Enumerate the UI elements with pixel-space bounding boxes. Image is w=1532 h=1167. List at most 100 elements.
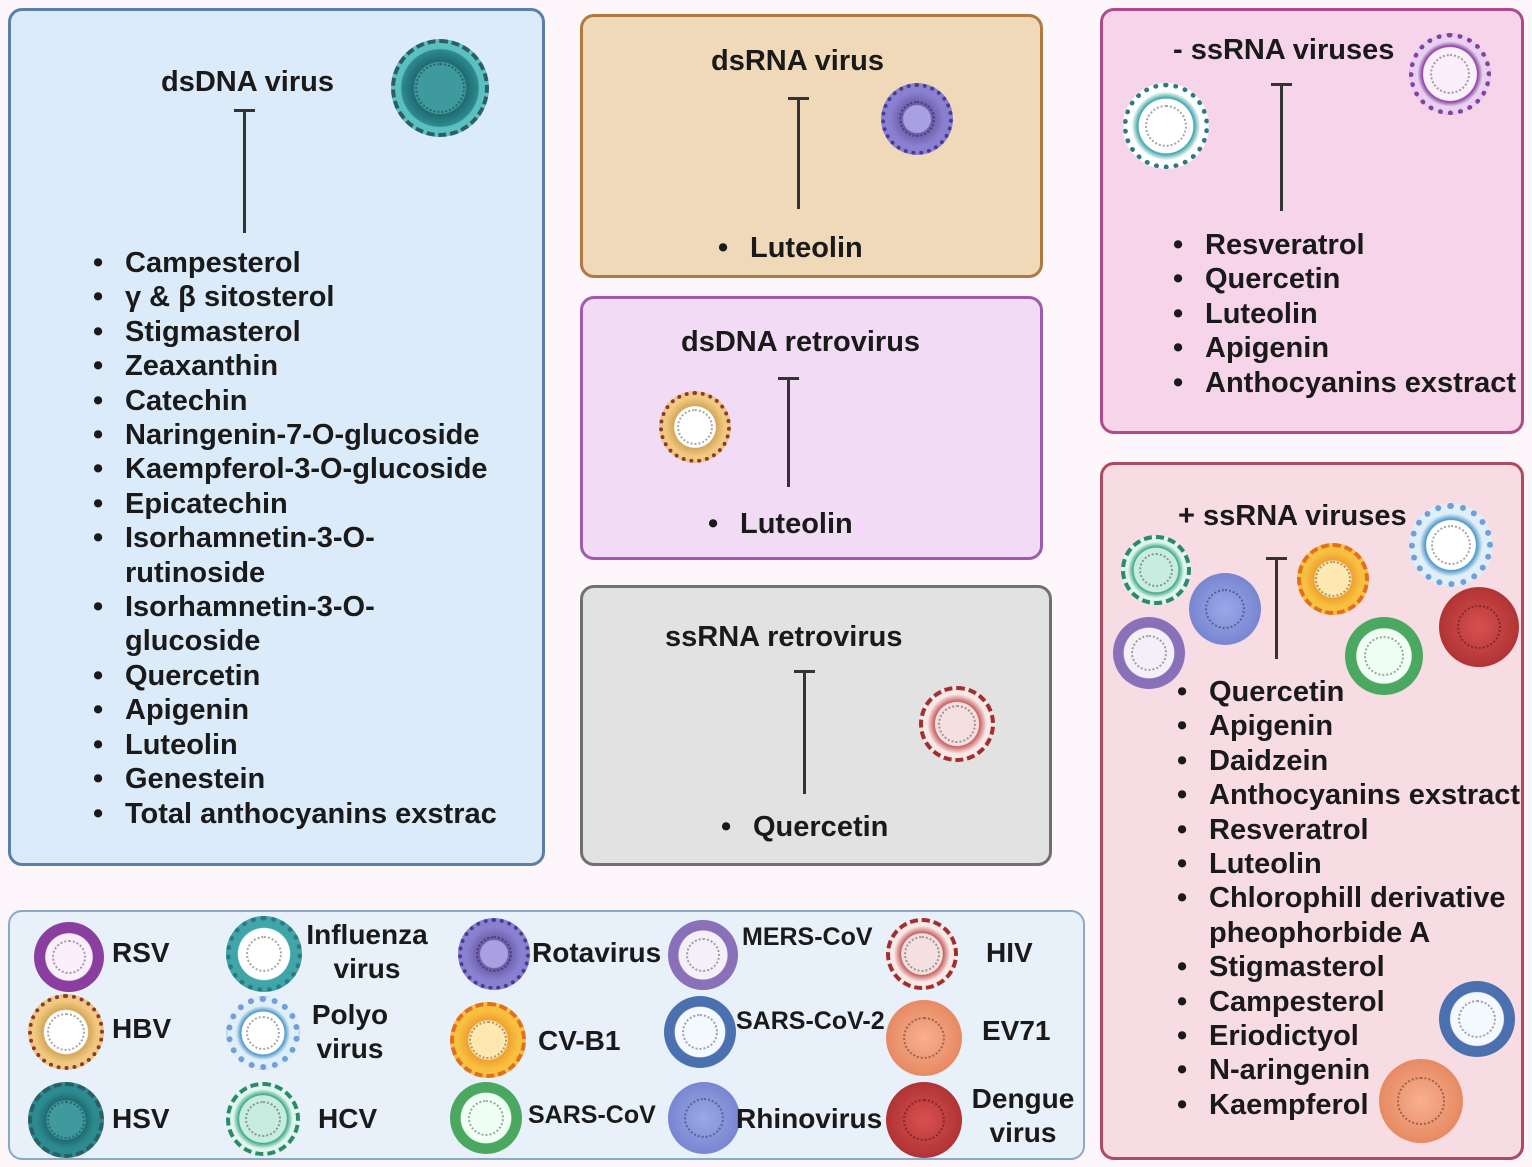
list-item: Anthocyanins exstract [1171, 366, 1516, 401]
ev71-icon [886, 1000, 962, 1076]
legend-label: SARS-CoV-2 [736, 1007, 885, 1035]
mers-cov-icon [1113, 617, 1185, 689]
rsv-virus-icon [34, 922, 104, 992]
compound-list: Resveratrol Quercetin Luteolin Apigenin … [1171, 228, 1516, 400]
sars-cov-icon [450, 1082, 522, 1154]
legend-panel: RSV Influenza virus Rotavirus MERS-CoV H… [8, 910, 1085, 1160]
list-item: Catechin [91, 384, 531, 419]
list-item: Epicatechin [91, 487, 531, 522]
list-item: Luteolin [1171, 297, 1516, 332]
inhibition-line [778, 377, 799, 487]
legend-label: HCV [318, 1103, 378, 1134]
inhibition-line [788, 97, 809, 209]
legend-label: EV71 [982, 1015, 1051, 1046]
list-item: Luteolin [706, 507, 853, 542]
dengue-virus-icon [1439, 587, 1519, 667]
hbv-icon [28, 994, 104, 1070]
list-item: Kaempferol [1175, 1088, 1532, 1123]
list-item: Quercetin [1175, 675, 1532, 710]
list-item: Chlorophill derivative pheophorbide A [1175, 881, 1509, 950]
list-item: Naringenin-7-O-glucoside [91, 418, 531, 453]
dsdna-retrovirus-panel: dsDNA retrovirus Luteolin [580, 296, 1043, 560]
list-item: γ & β sitosterol [91, 280, 531, 315]
panel-title: - ssRNA viruses [1173, 34, 1395, 66]
list-item: Apigenin [1175, 709, 1532, 744]
list-item: Resveratrol [1171, 228, 1516, 263]
list-item: Quercetin [91, 659, 531, 694]
legend-label: CV-B1 [538, 1025, 621, 1056]
hsv-icon [28, 1082, 104, 1158]
list-item: Luteolin [716, 231, 863, 266]
panel-title: dsDNA retrovirus [681, 326, 921, 358]
compound-list: Quercetin Apigenin Daidzein Anthocyanins… [1175, 675, 1532, 1123]
rhinovirus-icon [1189, 573, 1261, 645]
hiv-icon [886, 918, 958, 990]
rhinovirus-icon [668, 1082, 740, 1154]
list-item: Total anthocyanins exstrac [91, 797, 531, 832]
dsrna-virus-panel: dsRNA virus Luteolin [580, 14, 1043, 278]
rotavirus-icon [881, 83, 953, 155]
polio-virus-icon [1409, 503, 1493, 587]
list-item: Campesterol [91, 246, 531, 281]
panel-title: + ssRNA viruses [1178, 500, 1407, 532]
compound-list: Luteolin [706, 507, 853, 542]
inhibition-line [1266, 557, 1287, 659]
list-item: Kaempferol-3-O-glucoside [91, 452, 531, 487]
legend-label: HIV [986, 937, 1033, 968]
legend-label: Polyo virus [311, 999, 389, 1064]
legend-label: Rhinovirus [736, 1103, 883, 1134]
mers-cov-icon [668, 920, 738, 990]
legend-label: Influenza virus [306, 919, 428, 984]
polio-virus-icon [226, 996, 300, 1070]
list-item: Quercetin [1171, 262, 1516, 297]
legend-label: Dengue virus [971, 1083, 1075, 1148]
list-item: Apigenin [91, 693, 531, 728]
panel-title: dsDNA virus [161, 66, 334, 98]
panel-title: dsRNA virus [711, 45, 884, 77]
panel-title: ssRNA retrovirus [665, 621, 903, 653]
legend-label: Rotavirus [532, 937, 662, 968]
list-item: Isorhamnetin-3-O-glucoside [91, 590, 385, 659]
positive-ssrna-panel: + ssRNA viruses Quercetin Apigenin Daidz… [1100, 462, 1524, 1160]
hbv-icon [659, 391, 731, 463]
ssrna-retrovirus-panel: ssRNA retrovirus Quercetin [580, 585, 1052, 866]
sars-cov-2-icon [664, 996, 736, 1068]
compound-list: Campesterol γ & β sitosterol Stigmastero… [91, 246, 531, 831]
list-item: Quercetin [719, 810, 888, 845]
legend-label: HSV [112, 1103, 170, 1134]
legend-label: HBV [112, 1013, 172, 1044]
hcv-icon [1121, 535, 1191, 605]
list-item: Apigenin [1171, 331, 1516, 366]
inhibition-line [1271, 83, 1292, 211]
list-item: Campesterol [1175, 985, 1532, 1020]
list-item: Resveratrol [1175, 813, 1532, 848]
list-item: Daidzein [1175, 744, 1532, 779]
hiv-icon [919, 686, 995, 762]
legend-label: RSV [112, 937, 170, 968]
list-item: Luteolin [91, 728, 531, 763]
hcv-icon [226, 1082, 300, 1156]
negative-ssrna-panel: - ssRNA viruses Resveratrol Quercetin Lu… [1100, 8, 1524, 434]
rotavirus-icon [458, 918, 530, 990]
list-item: Isorhamnetin-3-O-rutinoside [91, 521, 385, 590]
list-item: Anthocyanins exstract [1175, 778, 1532, 813]
influenza-virus-icon [1123, 83, 1209, 169]
list-item: Stigmasterol [91, 315, 531, 350]
list-item: Zeaxanthin [91, 349, 531, 384]
cv-b1-icon [450, 1002, 526, 1078]
legend-label: SARS-CoV [528, 1101, 656, 1129]
list-item: Luteolin [1175, 847, 1532, 882]
cv-b1-icon [1297, 543, 1369, 615]
list-item: N-aringenin [1175, 1053, 1532, 1088]
dsdna-virus-panel: dsDNA virus Campesterol γ & β sitosterol… [8, 8, 545, 866]
compound-list: Luteolin [716, 231, 863, 266]
rsv-virus-icon [1409, 33, 1491, 115]
list-item: Genestein [91, 762, 531, 797]
compound-list: Quercetin [719, 810, 888, 845]
hsv-virus-icon [391, 39, 489, 137]
list-item: Eriodictyol [1175, 1019, 1532, 1054]
inhibition-line [234, 109, 255, 233]
list-item: Stigmasterol [1175, 950, 1532, 985]
legend-label: MERS-CoV [742, 923, 873, 951]
dengue-virus-icon [886, 1082, 962, 1158]
